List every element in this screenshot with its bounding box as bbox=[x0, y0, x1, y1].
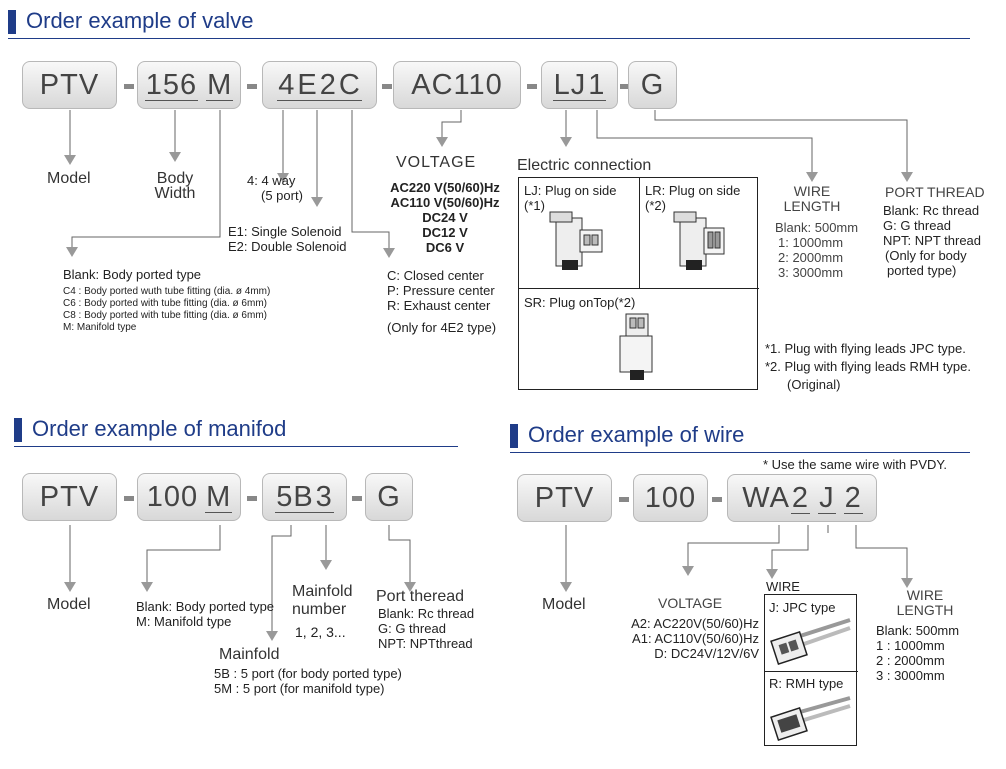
wire-voltage-code: 2 bbox=[790, 481, 811, 514]
rmh-connector-icon bbox=[770, 696, 851, 741]
body-type-blank: Blank: Body ported type bbox=[63, 267, 202, 282]
sol-code: E bbox=[296, 68, 319, 101]
section-bar bbox=[8, 10, 16, 34]
valve-section-header: Order example of valve bbox=[8, 8, 970, 42]
code-ptv: PTV bbox=[22, 61, 117, 109]
lr-plug-icon bbox=[673, 211, 725, 270]
code-dash bbox=[124, 84, 134, 89]
connection-title: Electric connection bbox=[517, 157, 652, 174]
code-dash bbox=[527, 84, 537, 89]
code-manifold-thread: G bbox=[365, 473, 413, 521]
valve-section-title: Order example of valve bbox=[26, 8, 254, 33]
port-thread-title: PORT THREAD bbox=[885, 184, 985, 200]
manifold-ports-code: 5B bbox=[275, 480, 315, 513]
sr-plug-icon bbox=[619, 313, 653, 380]
code-dash bbox=[620, 84, 630, 89]
wire-type-grid bbox=[764, 594, 858, 746]
rmh-label: R: RMH type bbox=[769, 676, 844, 691]
jpc-connector-icon bbox=[770, 618, 851, 665]
code-dash bbox=[124, 496, 134, 501]
code-dash bbox=[619, 497, 629, 502]
code-wire-number: 100 bbox=[633, 474, 708, 522]
code-port: G bbox=[628, 61, 677, 109]
wire-wa-code: WA bbox=[742, 481, 790, 514]
way-desc: 4: 4 way(5 port) bbox=[247, 173, 303, 203]
code-dash bbox=[382, 84, 392, 89]
code-dash bbox=[352, 496, 362, 501]
code-ptv: PTV bbox=[517, 474, 612, 522]
code-ptv: PTV bbox=[22, 473, 117, 521]
wire-note: * Use the same wire with PVDY. bbox=[763, 457, 947, 472]
center1-code: 2 bbox=[318, 68, 338, 101]
model-label: Model bbox=[542, 596, 586, 613]
jpc-label: J: JPC type bbox=[769, 600, 836, 615]
section-rule bbox=[8, 38, 970, 39]
lj-label: LJ: Plug on side(*1) bbox=[524, 183, 617, 213]
body-type-list: C4 : Body ported wuth tube fitting (dia.… bbox=[63, 286, 271, 333]
wire-section-header: Order example of wire bbox=[510, 422, 970, 456]
wire-type-code: J bbox=[818, 481, 836, 514]
section-bar bbox=[14, 418, 22, 442]
center-note: (Only for 4E2 type) bbox=[387, 320, 497, 335]
code-dash bbox=[247, 496, 257, 501]
conn-code: LJ bbox=[552, 68, 588, 101]
wire-voltage-title: VOLTAGE bbox=[658, 595, 723, 611]
manifold-m: M bbox=[205, 480, 233, 513]
code-voltage: AC110 bbox=[393, 61, 521, 109]
mainfold-title: Mainfold bbox=[219, 646, 280, 663]
lj-plug-icon bbox=[549, 211, 603, 270]
manifold-section-title: Order example of manifod bbox=[32, 416, 287, 441]
section-rule bbox=[510, 452, 970, 453]
manifold-stations-code: 3 bbox=[314, 480, 334, 513]
port-thread-list: Blank: Rc thread G: G thread NPT: NPT th… bbox=[883, 203, 982, 278]
station-values: 1, 2, 3... bbox=[295, 624, 346, 640]
section-bar bbox=[510, 424, 518, 448]
code-dash bbox=[247, 84, 257, 89]
port-thread-title: Port theread bbox=[376, 588, 465, 605]
grid-divider bbox=[519, 288, 759, 289]
wire-length-code: 2 bbox=[843, 481, 863, 514]
voltage-title: VOLTAGE bbox=[396, 154, 477, 171]
center2-code: C bbox=[337, 68, 362, 101]
manifold-number: 100 bbox=[146, 480, 199, 513]
wire-length-code: 1 bbox=[587, 68, 607, 101]
way-code: 4 bbox=[277, 68, 297, 101]
sr-label: SR: Plug onTop(*2) bbox=[524, 295, 636, 310]
model-label: Model bbox=[47, 596, 91, 613]
wire-length-list: Blank: 500mm 1: 1000mm 2: 2000mm 3: 3000… bbox=[775, 220, 859, 280]
model-label: Model bbox=[47, 170, 91, 187]
connection-grid bbox=[518, 177, 759, 390]
width-m: M bbox=[206, 68, 234, 101]
grid-divider bbox=[639, 178, 640, 288]
mainfold-list: 5B : 5 port (for body ported type)5M : 5… bbox=[214, 666, 402, 696]
plug-notes: *1. Plug with flying leads JPC type. *2.… bbox=[765, 341, 971, 392]
width-number: 156 bbox=[144, 68, 199, 101]
wire-type-title: WIRE bbox=[766, 579, 800, 594]
lr-label: LR: Plug on side(*2) bbox=[645, 183, 741, 213]
code-dash bbox=[712, 497, 722, 502]
wire-section-title: Order example of wire bbox=[528, 422, 745, 447]
grid-divider bbox=[765, 671, 858, 672]
manifold-section-header: Order example of manifod bbox=[14, 416, 458, 450]
section-rule bbox=[14, 446, 458, 447]
